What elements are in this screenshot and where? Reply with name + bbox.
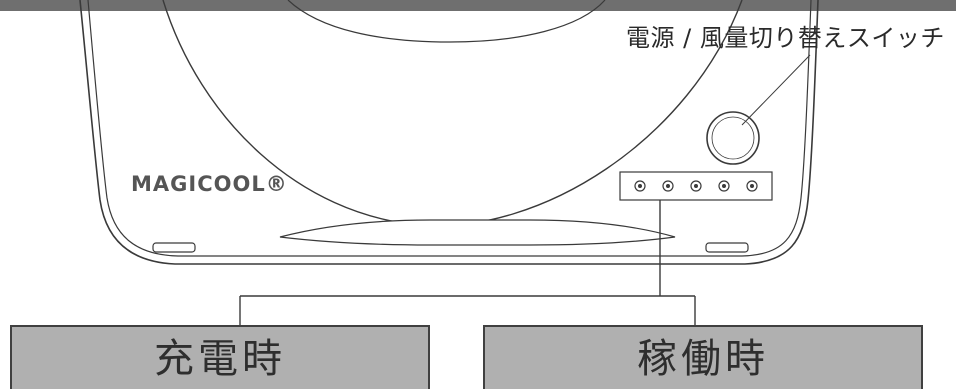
indicator-lights (634, 180, 758, 192)
indicator-led-center (666, 184, 670, 188)
indicator-led-center (750, 184, 754, 188)
indicator-led-center (638, 184, 642, 188)
power-switch-callout: 電源 / 風量切り替えスイッチ (626, 24, 945, 52)
running-state-label: 稼働時 (483, 325, 923, 389)
power-switch-leader (741, 54, 811, 126)
fan-grille-arc-inner (287, 0, 606, 43)
header-band (0, 0, 956, 11)
power-switch-knob[interactable] (706, 111, 760, 165)
indicator-led-center (722, 184, 726, 188)
right-foot (705, 242, 749, 253)
device-body-outer (79, 0, 819, 265)
power-switch-knob-ring (711, 116, 755, 160)
left-foot (152, 242, 196, 253)
charging-state-label: 充電時 (10, 325, 430, 389)
base-tray (279, 219, 676, 246)
indicator-led-center (694, 184, 698, 188)
brand-logo: MAGICOOL® (131, 172, 288, 196)
device-body-inner (87, 0, 812, 257)
